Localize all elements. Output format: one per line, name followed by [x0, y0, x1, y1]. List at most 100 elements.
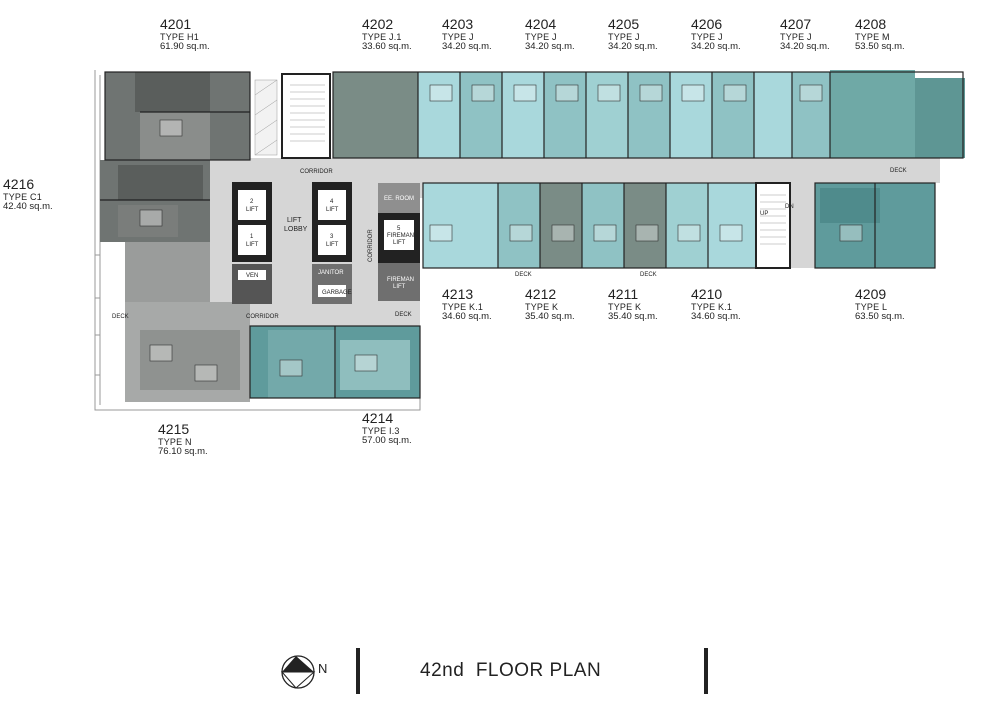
unit-label-4216: 4216 TYPE C1 42.40 sq.m. [3, 176, 53, 213]
unit-number: 4207 [780, 16, 812, 32]
unit-number: 4206 [691, 16, 723, 32]
unit-number: 4205 [608, 16, 640, 32]
unit-type: TYPE J [691, 32, 723, 43]
unit-area: 63.50 sq.m. [855, 311, 905, 323]
lift-2-num: 2 [250, 199, 254, 205]
unit-label-4215: 4215 TYPE N 76.10 sq.m. [158, 421, 208, 458]
deck-label-2: DECK [395, 312, 412, 318]
unit-type: TYPE J.1 [362, 32, 402, 43]
unit-type: TYPE K [525, 302, 559, 313]
unit-label-4214: 4214 TYPE I.3 57.00 sq.m. [362, 410, 412, 447]
lift-lobby-label-1: LIFT [287, 217, 302, 224]
lift-lobby-label-2: LOBBY [284, 226, 308, 233]
unit-type: TYPE K.1 [691, 302, 733, 313]
fireman-lift-num: 5 [397, 226, 401, 232]
deck-label-4: DECK [640, 272, 657, 278]
fireman-lift-word-2: LIFT [393, 240, 406, 246]
unit-label-4201: 4201 TYPE H1 61.90 sq.m. [160, 16, 210, 53]
unit-area: 53.50 sq.m. [855, 41, 905, 53]
unit-type: TYPE L [855, 302, 888, 313]
ee-room-label: EE. ROOM [384, 196, 414, 202]
janitor-label: JANITOR [318, 270, 344, 276]
unit-4215-shape [125, 242, 250, 402]
deck-label-3: DECK [515, 272, 532, 278]
unit-number: 4215 [158, 421, 190, 437]
unit-area: 34.20 sq.m. [691, 41, 741, 53]
unit-area: 34.60 sq.m. [691, 311, 741, 323]
fireman-lift-lower-2: LIFT [393, 284, 406, 290]
unit-type: TYPE K [608, 302, 642, 313]
vent-label: VEN [246, 273, 258, 279]
unit-number: 4203 [442, 16, 474, 32]
fireman-lift-word-1: FIREMAN [387, 233, 414, 239]
unit-label-4211: 4211 TYPE K 35.40 sq.m. [608, 286, 658, 323]
north-arrow-icon [280, 655, 316, 689]
stair-core-right [755, 182, 791, 269]
unit-area: 76.10 sq.m. [158, 446, 208, 458]
unit-type: TYPE C1 [3, 192, 42, 203]
unit-label-4208: 4208 TYPE M 53.50 sq.m. [855, 16, 905, 53]
lift-core [232, 182, 420, 304]
shaft-left [254, 79, 278, 156]
unit-label-4204: 4204 TYPE J 34.20 sq.m. [525, 16, 575, 53]
deck-label-1: DECK [112, 314, 129, 320]
lift-3-word: LIFT [326, 242, 339, 248]
unit-number: 4204 [525, 16, 557, 32]
unit-type: TYPE H1 [160, 32, 199, 43]
unit-label-4202: 4202 TYPE J.1 33.60 sq.m. [362, 16, 412, 53]
furniture [139, 84, 863, 382]
unit-type: TYPE M [855, 32, 890, 43]
unit-area: 34.20 sq.m. [608, 41, 658, 53]
north-label: N [318, 661, 328, 676]
corridor-right-label: CORRIDOR [368, 229, 374, 262]
wall-lines [100, 71, 964, 399]
garbage-label: GARBAGE [322, 290, 352, 296]
stair-core-left [281, 73, 331, 159]
unit-number: 4216 [3, 176, 35, 192]
unit-number: 4210 [691, 286, 723, 302]
unit-number: 4214 [362, 410, 394, 426]
unit-type: TYPE K.1 [442, 302, 484, 313]
unit-number: 4201 [160, 16, 192, 32]
unit-label-4212: 4212 TYPE K 35.40 sq.m. [525, 286, 575, 323]
unit-type: TYPE J [525, 32, 557, 43]
unit-4201-shape [105, 72, 250, 160]
unit-number: 4209 [855, 286, 887, 302]
unit-label-4209: 4209 TYPE L 63.50 sq.m. [855, 286, 905, 323]
unit-area: 33.60 sq.m. [362, 41, 412, 53]
unit-label-4205: 4205 TYPE J 34.20 sq.m. [608, 16, 658, 53]
stair-dn-label: DN [785, 204, 794, 210]
unit-area: 34.20 sq.m. [525, 41, 575, 53]
lift-4-word: LIFT [326, 207, 339, 213]
unit-label-4203: 4203 TYPE J 34.20 sq.m. [442, 16, 492, 53]
unit-number: 4211 [608, 286, 639, 302]
unit-label-4213: 4213 TYPE K.1 34.60 sq.m. [442, 286, 492, 323]
unit-area: 35.40 sq.m. [608, 311, 658, 323]
unit-type: TYPE J [442, 32, 474, 43]
lift-4-num: 4 [330, 199, 334, 205]
corridor-bottom-label: CORRIDOR [246, 314, 279, 320]
lift-3-num: 3 [330, 234, 334, 240]
unit-type: TYPE J [608, 32, 640, 43]
lift-2-word: LIFT [246, 207, 259, 213]
unit-area: 34.60 sq.m. [442, 311, 492, 323]
unit-area: 42.40 sq.m. [3, 201, 53, 213]
lift-1-num: 1 [250, 234, 254, 240]
unit-number: 4212 [525, 286, 557, 302]
core-labels: CORRIDOR CORRIDOR CORRIDOR LIFT LOBBY 2 … [112, 168, 907, 320]
lift-1-word: LIFT [246, 242, 259, 248]
unit-number: 4208 [855, 16, 887, 32]
unit-type: TYPE J [780, 32, 812, 43]
unit-area: 61.90 sq.m. [160, 41, 210, 53]
unit-4216-shape [100, 160, 210, 242]
floor-title: 42nd FLOOR PLAN [420, 660, 602, 681]
unit-label-4206: 4206 TYPE J 34.20 sq.m. [691, 16, 741, 53]
unit-label-4210: 4210 TYPE K.1 34.60 sq.m. [691, 286, 741, 323]
unit-area: 34.20 sq.m. [442, 41, 492, 53]
unit-type: TYPE I.3 [362, 426, 400, 437]
unit-4214-shape [250, 326, 420, 398]
unit-label-4207: 4207 TYPE J 34.20 sq.m. [780, 16, 830, 53]
title-divider-right [704, 648, 708, 694]
unit-area: 34.20 sq.m. [780, 41, 830, 53]
